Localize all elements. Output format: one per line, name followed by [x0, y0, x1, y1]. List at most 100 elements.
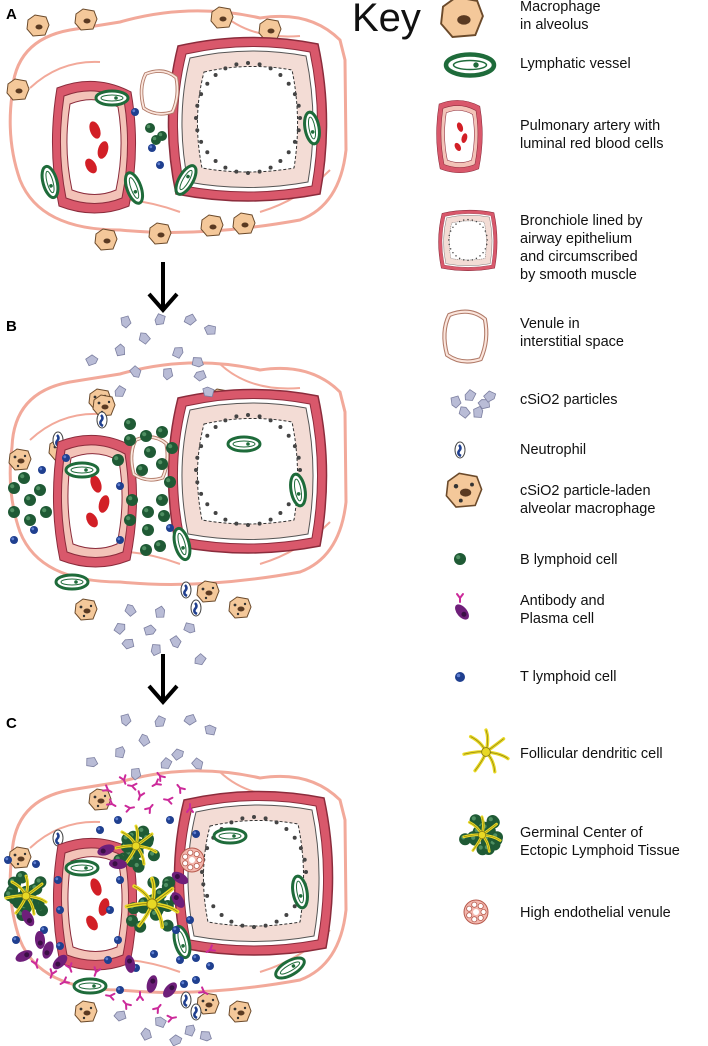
antibody: [127, 782, 138, 791]
drawing-shape: [233, 1007, 237, 1011]
drawing-shape: [298, 846, 303, 851]
drawing-shape: [233, 603, 237, 607]
t-lymphoid-cell: [106, 906, 114, 914]
neutrophil: [180, 991, 192, 1009]
drawing-shape: [237, 1010, 245, 1016]
drawing-shape: [205, 893, 210, 898]
drawing-shape: [37, 940, 43, 946]
b-lymphoid-cell: [164, 476, 176, 488]
drawing-shape: [97, 798, 105, 804]
drawing-shape: [21, 891, 31, 901]
drawing-shape: [310, 130, 315, 134]
germinal-center: [124, 876, 182, 933]
drawing-shape: [257, 414, 262, 419]
drawing-shape: [279, 961, 301, 975]
drawing-shape: [166, 442, 178, 454]
drawing-shape: [232, 440, 256, 448]
drawing-shape: [268, 165, 273, 170]
drawing-shape: [160, 512, 165, 517]
drawing-shape: [140, 430, 152, 442]
drawing-shape: [117, 877, 121, 881]
key-label-germinal-center: Germinal Center of Ectopic Lymphoid Tiss…: [520, 825, 680, 859]
drawing-shape: [278, 159, 283, 163]
drawing-shape: [17, 856, 25, 862]
key-label-pulmonary-artery: Pulmonary artery with luminal red blood …: [520, 118, 664, 152]
drawing-shape: [158, 460, 163, 465]
drawing-shape: [236, 1016, 240, 1020]
antibody: [186, 803, 194, 813]
drawing-shape: [286, 433, 291, 438]
laden-macrophage: [88, 788, 112, 811]
lymphatic-vessel: [94, 89, 130, 107]
silica-particle: [172, 347, 184, 359]
drawing-shape: [55, 832, 60, 846]
drawing-shape: [197, 65, 299, 173]
drawing-shape: [163, 882, 169, 888]
drawing-shape: [292, 835, 297, 840]
drawing-shape: [471, 916, 478, 923]
drawing-shape: [458, 257, 461, 260]
t-lymphoid-cell: [56, 906, 64, 914]
plasma-cell: [97, 844, 115, 856]
silica-particle: [183, 313, 197, 326]
drawing-shape: [167, 817, 171, 821]
drawing-shape: [86, 915, 98, 931]
silica-particle: [138, 332, 151, 345]
panel-c-lung-tissue: [4, 713, 348, 1046]
t-lymphoid-cell: [104, 956, 112, 964]
drawing-shape: [62, 454, 70, 462]
drawing-shape: [467, 259, 469, 262]
drawing-shape: [454, 553, 466, 565]
antibody: [102, 784, 113, 793]
drawing-shape: [112, 454, 124, 466]
drawing-shape: [478, 845, 483, 850]
lymphatic-vessel: [72, 977, 108, 995]
drawing-shape: [133, 189, 138, 194]
t-lymphoid-cell: [172, 926, 180, 934]
drawing-shape: [211, 998, 215, 1002]
drawing-shape: [42, 508, 47, 513]
drawing-shape: [195, 455, 200, 460]
silica-particle: [194, 653, 207, 666]
drawing-shape: [16, 862, 20, 866]
drawing-shape: [477, 914, 484, 921]
drawing-shape: [147, 292, 179, 314]
antibody: [198, 986, 209, 995]
drawing-shape: [482, 251, 484, 254]
drawing-shape: [302, 857, 307, 862]
drawing-shape: [209, 224, 217, 230]
antibody: [166, 1014, 177, 1023]
drawing-shape: [183, 584, 188, 598]
drawing-shape: [246, 413, 250, 417]
drawing-shape: [442, 309, 489, 364]
drawing-shape: [219, 16, 227, 22]
drawing-shape: [257, 62, 262, 67]
drawing-shape: [157, 232, 165, 238]
drawing-shape: [480, 909, 487, 915]
drawing-shape: [147, 684, 179, 706]
drawing-shape: [195, 128, 200, 133]
t-lymphoid-cell: [12, 936, 20, 944]
drawing-shape: [471, 816, 476, 821]
drawing-shape: [471, 901, 478, 908]
t-lymphoid-cell: [176, 956, 184, 964]
drawing-shape: [158, 132, 163, 137]
antibody: [106, 798, 117, 807]
b-lymphoid-cell: [151, 135, 161, 145]
laden-macrophage: [196, 580, 220, 603]
drawing-shape: [199, 491, 204, 496]
t-lymphoid-cell: [116, 986, 124, 994]
neutrophil: [190, 1003, 202, 1021]
plasma-cell: [109, 858, 127, 870]
drawing-shape: [292, 444, 297, 449]
drawing-shape: [206, 962, 214, 970]
b-lymphoid-cell: [166, 442, 178, 454]
silica-particle: [120, 315, 132, 329]
drawing-shape: [479, 255, 481, 257]
drawing-shape: [144, 446, 156, 458]
lymphatic-vessel: [174, 164, 198, 196]
drawing-shape: [196, 857, 203, 863]
drawing-shape: [97, 401, 101, 405]
b-lymphoid-cell: [124, 514, 136, 526]
drawing-shape: [192, 830, 200, 838]
